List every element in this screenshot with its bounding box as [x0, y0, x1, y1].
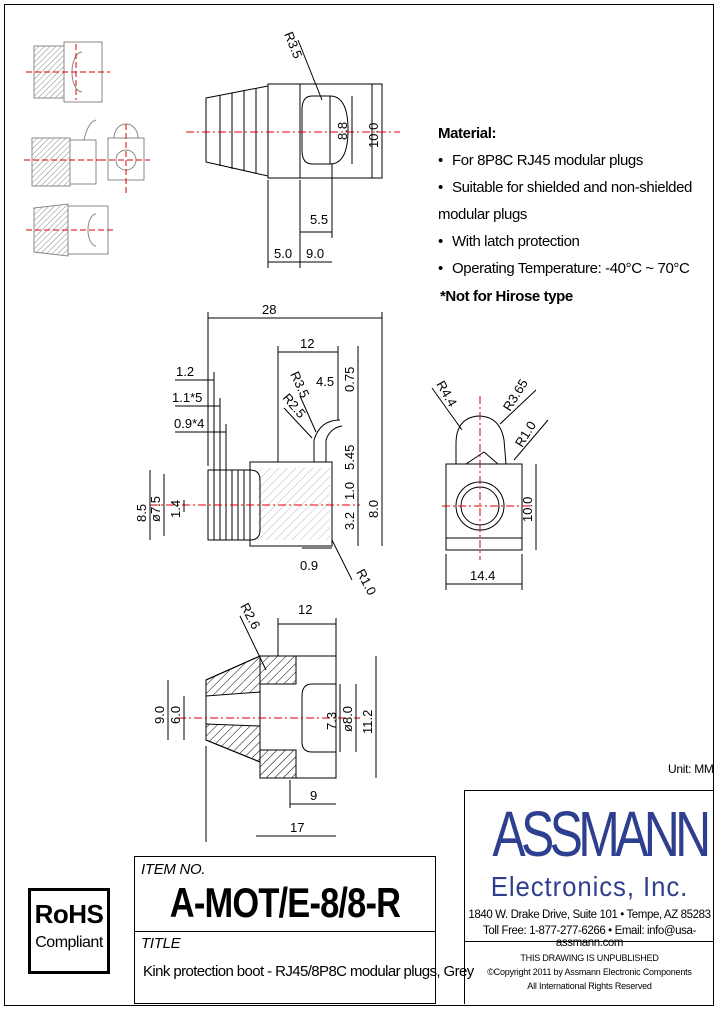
dim-side-8-5: 8.5 — [134, 504, 149, 522]
dim-sec-6-0: 6.0 — [168, 706, 183, 724]
unit-label: Unit: MM — [668, 762, 714, 776]
dim-end-r1-0: R1.0 — [512, 418, 539, 449]
dim-side-1-2: 1.2 — [176, 364, 194, 379]
rohs-badge: RoHS Compliant — [28, 888, 110, 974]
dim-side-0-9: 0.9 — [300, 558, 318, 573]
dim-end-r4-4: R4.4 — [433, 378, 460, 409]
section-view — [167, 615, 377, 842]
dim-side-1-4: 1.4 — [168, 500, 183, 518]
dim-side-1-1x5: 1.1*5 — [172, 390, 202, 405]
dim-sec-r2-6: R2.6 — [237, 600, 263, 631]
dim-sec-17: 17 — [290, 820, 304, 835]
end-view — [431, 387, 549, 590]
drawing-title: Kink protection boot - RJ45/8P8C modular… — [143, 963, 474, 980]
title-block: ITEM NO. A-MOT/E-8/8-R TITLE Kink protec… — [134, 856, 474, 1004]
material-heading: Material: — [438, 125, 497, 142]
material-list: For 8P8C RJ45 modular plugs Suitable for… — [438, 147, 720, 282]
rohs-text: RoHS — [34, 899, 104, 929]
dim-sec-9-0: 9.0 — [152, 706, 167, 724]
material-item: With latch protection — [438, 228, 720, 255]
item-number: A-MOT/E-8/8-R — [169, 879, 401, 926]
company-subtitle: Electronics, Inc. — [490, 871, 689, 902]
company-contact: Toll Free: 1-877-277-6266 • Email: info@… — [483, 925, 696, 949]
dim-side-5-45: 5.45 — [342, 445, 357, 470]
rohs-compliant-text: Compliant — [35, 934, 103, 951]
material-notes: Material: For 8P8C RJ45 modular plugs Su… — [438, 120, 720, 282]
dim-side-0-75: 0.75 — [342, 367, 357, 392]
thumbnail-side-view — [26, 41, 110, 103]
dim-sec-11-2: 11.2 — [360, 710, 375, 734]
dim-sec-7-3: 7.3 — [324, 712, 339, 730]
dim-side-0-9x4: 0.9*4 — [174, 416, 204, 431]
dim-side-1-0: 1.0 — [342, 482, 357, 500]
company-logo: ASSMANN — [492, 798, 711, 870]
dim-top-8-8: 8.8 — [335, 122, 350, 140]
material-item: For 8P8C RJ45 modular plugs — [438, 147, 720, 174]
copyright-note: ©Copyright 2011 by Assmann Electronic Co… — [487, 967, 692, 977]
dim-top-5-0: 5.0 — [274, 246, 292, 261]
dim-top-9-0: 9.0 — [306, 246, 324, 261]
thumbnail-latch-view — [24, 119, 150, 196]
dim-side-r1-0: R1.0 — [353, 566, 379, 597]
dim-top-5-5: 5.5 — [310, 212, 328, 227]
drawing-frame — [4, 4, 714, 1006]
dim-side-12: 12 — [300, 336, 314, 351]
unpublished-note: THIS DRAWING IS UNPUBLISHED — [520, 953, 659, 963]
dim-sec-12: 12 — [298, 602, 312, 617]
thumbnail-section-view — [26, 203, 114, 257]
dim-end-r3-65: R3.65 — [500, 376, 531, 413]
dim-sec-9: 9 — [310, 788, 317, 803]
dim-sec-8-0: ø8.0 — [340, 706, 355, 732]
dim-side-7-5: ø7.5 — [148, 496, 163, 522]
title-label: TITLE — [141, 935, 181, 952]
side-view — [149, 312, 383, 581]
rights-note: All International Rights Reserved — [527, 981, 652, 991]
dim-side-8-0: 8.0 — [366, 500, 381, 518]
material-item: Operating Temperature: -40°C ~ 70°C — [438, 255, 720, 282]
dim-top-10-0: 10.0 — [366, 123, 381, 148]
company-separator — [465, 941, 714, 942]
top-view — [186, 39, 400, 268]
dim-end-14-4: 14.4 — [470, 568, 495, 583]
item-no-label: ITEM NO. — [141, 861, 206, 878]
company-block: ASSMANN Electronics, Inc. 1840 W. Drake … — [464, 790, 714, 1004]
hirose-note: *Not for Hirose type — [440, 288, 573, 305]
dim-side-4-5: 4.5 — [316, 374, 334, 389]
company-address: 1840 W. Drake Drive, Suite 101 • Tempe, … — [468, 909, 711, 921]
dim-side-28: 28 — [262, 302, 276, 317]
title-separator — [135, 931, 435, 932]
dim-top-r: R3.5 — [281, 30, 305, 61]
dim-side-3-2: 3.2 — [342, 512, 357, 530]
material-item: Suitable for shielded and non-shielded m… — [438, 174, 720, 228]
dim-end-10-0: 10.0 — [520, 497, 535, 522]
